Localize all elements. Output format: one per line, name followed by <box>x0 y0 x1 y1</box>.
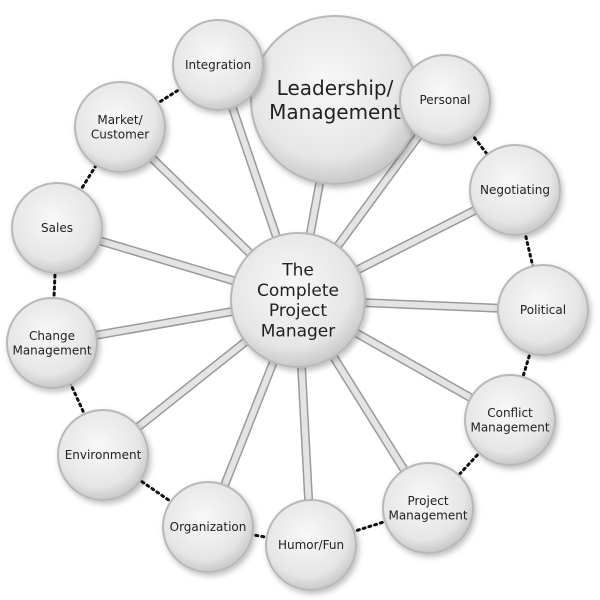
node-negotiating: Negotiating <box>469 144 561 236</box>
node-leadership-label: Leadership/ <box>277 76 394 100</box>
node-organization-label: Organization <box>170 520 247 534</box>
node-market-circle <box>74 81 166 173</box>
node-conflict-label: Management <box>470 420 549 434</box>
node-personal: Personal <box>399 54 491 146</box>
node-political-circle <box>497 264 589 356</box>
node-integration: Integration <box>172 19 264 111</box>
center-node-label: Manager <box>261 322 336 342</box>
node-environment: Environment <box>57 409 149 501</box>
node-market: Market/Customer <box>74 81 166 173</box>
center-node-circle <box>230 232 366 368</box>
node-personal-circle <box>399 54 491 146</box>
node-integration-label: Integration <box>185 58 251 72</box>
node-sales-circle <box>11 182 103 274</box>
node-integration-circle <box>172 19 264 111</box>
node-humor-circle <box>265 499 357 591</box>
node-organization-circle <box>162 481 254 573</box>
center-node-label: Complete <box>257 281 339 301</box>
node-personal-label: Personal <box>419 93 470 107</box>
node-political: Political <box>497 264 589 356</box>
node-change-circle <box>6 297 98 389</box>
node-humor-label: Humor/Fun <box>278 538 344 552</box>
node-market-label: Market/ <box>97 113 143 127</box>
node-conflict-label: Conflict <box>487 406 533 420</box>
node-change-label: Change <box>29 329 75 343</box>
node-environment-circle <box>57 409 149 501</box>
center-node-label: Project <box>269 301 327 321</box>
node-project-circle <box>382 462 474 554</box>
node-leadership-label: Management <box>269 100 401 124</box>
node-sales-label: Sales <box>41 221 73 235</box>
node-project-label: Management <box>388 508 467 522</box>
node-sales: Sales <box>11 182 103 274</box>
node-environment-label: Environment <box>65 448 142 462</box>
node-conflict-circle <box>464 374 556 466</box>
node-project-label: Project <box>407 494 448 508</box>
node-political-label: Political <box>520 303 566 317</box>
node-negotiating-label: Negotiating <box>480 183 550 197</box>
node-change-label: Management <box>12 343 91 357</box>
node-leadership: Leadership/Management <box>250 15 420 185</box>
node-negotiating-circle <box>469 144 561 236</box>
node-market-label: Customer <box>91 127 149 141</box>
node-organization: Organization <box>162 481 254 573</box>
node-humor: Humor/Fun <box>265 499 357 591</box>
center-node-label: The <box>281 260 314 280</box>
